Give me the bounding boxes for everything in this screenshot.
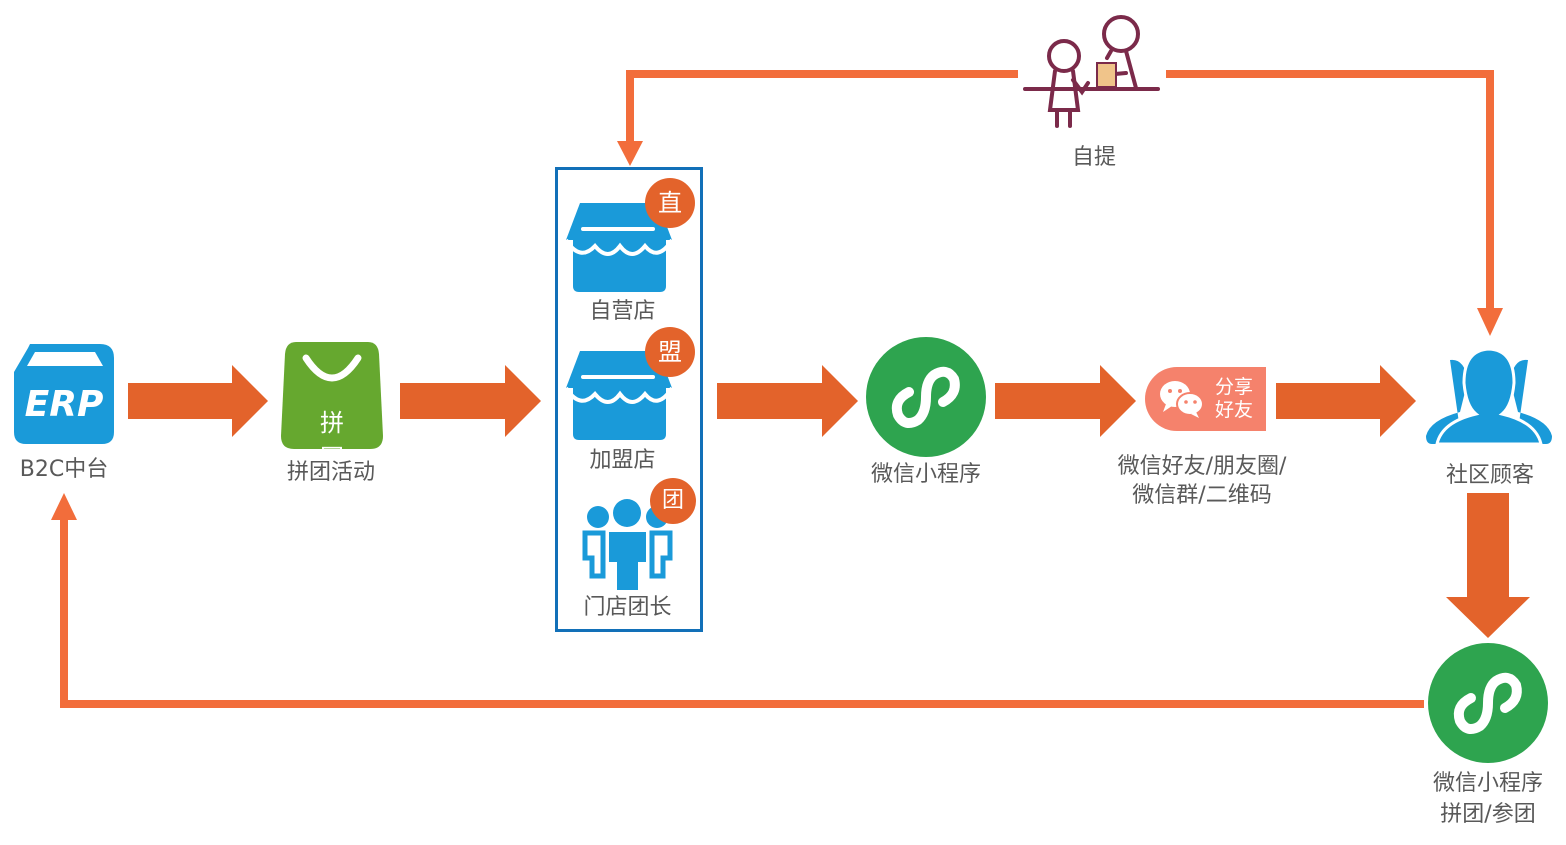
pintuan-icon-text: 拼 团 bbox=[320, 409, 356, 472]
arrowhead-to-erp bbox=[51, 493, 77, 520]
arrow-erp-to-pintuan bbox=[128, 365, 268, 437]
line-pickup-to-customers bbox=[1166, 70, 1494, 310]
stores-group-box bbox=[555, 167, 703, 632]
arrowhead-to-customers bbox=[1477, 308, 1503, 336]
badge-group: 团 bbox=[650, 478, 696, 524]
line-pickup-to-stores bbox=[626, 70, 1018, 143]
share-icon-text: 分享 好友 bbox=[1210, 376, 1258, 422]
arrow-pintuan-to-stores bbox=[400, 365, 541, 437]
arrow-customers-to-miniprogram-group bbox=[1446, 493, 1530, 638]
miniprogram-label: 微信小程序 bbox=[870, 462, 981, 487]
arrow-miniprogram-to-share bbox=[995, 365, 1136, 437]
arrow-share-to-customers bbox=[1276, 365, 1416, 437]
badge-franchise: 盟 bbox=[645, 327, 695, 377]
miniprogram-group-label-line2: 拼团/参团 bbox=[1440, 802, 1536, 827]
erp-label: B2C中台 bbox=[19, 457, 109, 482]
store-label: 自营店 bbox=[589, 299, 656, 324]
customers-label: 社区顾客 bbox=[1445, 463, 1534, 488]
arrow-stores-to-miniprogram bbox=[717, 365, 858, 437]
store-label: 门店团长 bbox=[583, 595, 672, 620]
pintuan-label: 拼团活动 bbox=[286, 460, 375, 485]
arrowhead-to-stores bbox=[617, 141, 643, 166]
badge-direct: 直 bbox=[645, 178, 695, 228]
miniprogram-group-label-line1: 微信小程序 bbox=[1432, 771, 1543, 796]
share-icon-text-line1: 分享 bbox=[1214, 376, 1253, 398]
share-label-line1: 微信好友/朋友圈/ bbox=[1117, 454, 1287, 479]
line-return-to-erp bbox=[60, 518, 1424, 708]
share-icon-text-line2: 好友 bbox=[1214, 399, 1253, 421]
pickup-label: 自提 bbox=[1071, 145, 1116, 170]
store-label: 加盟店 bbox=[589, 448, 656, 473]
share-label-line2: 微信群/二维码 bbox=[1132, 483, 1272, 508]
erp-icon-text: ERP bbox=[24, 384, 104, 425]
